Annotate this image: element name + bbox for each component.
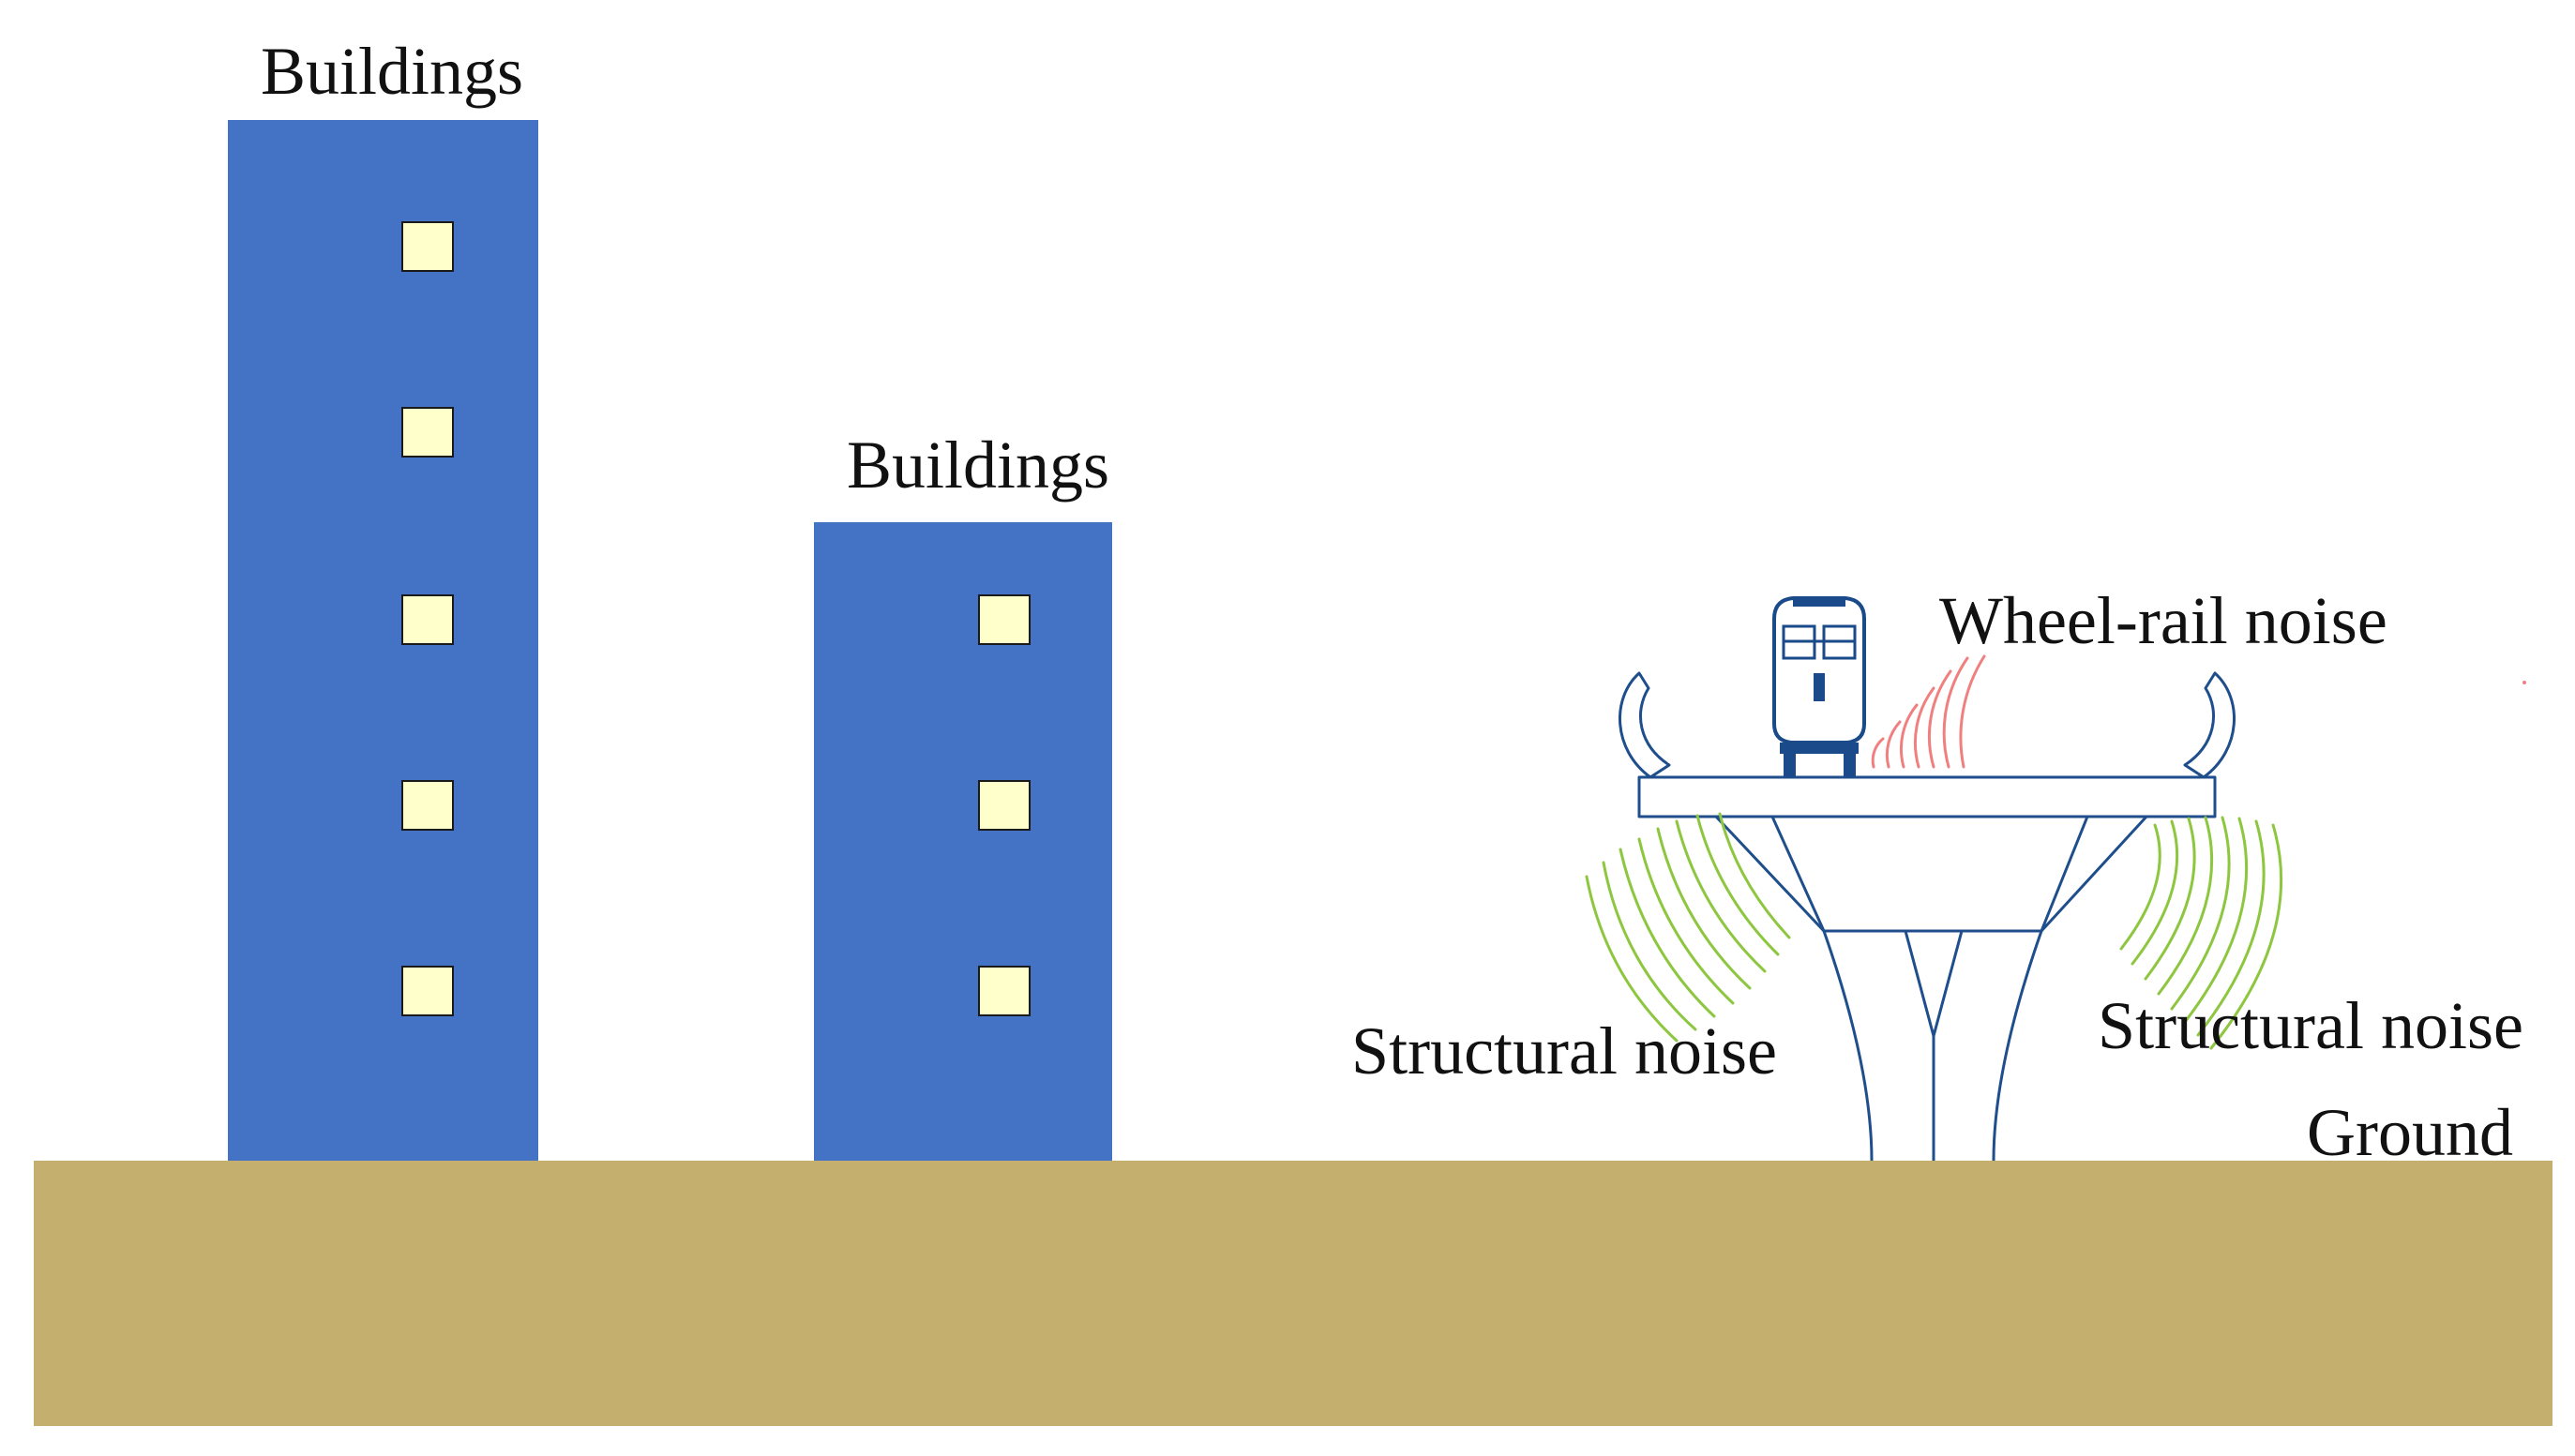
pier-cap-inner-right [2040, 816, 2089, 932]
ground [34, 1161, 2552, 1426]
window [401, 594, 454, 645]
buildings-tall-label: Buildings [261, 34, 523, 109]
wheel-rail-noise-label: Wheel-rail noise [1939, 583, 2387, 658]
structural-noise-right-label: Structural noise [2098, 988, 2523, 1063]
building-tall-windows [401, 221, 454, 1016]
pier-column-center [1904, 930, 1964, 1161]
pier-cap [1714, 815, 2148, 933]
window [401, 407, 454, 458]
train-front-icon [1772, 596, 1866, 777]
viaduct-deck [1637, 775, 2217, 818]
structural-noise-left-label: Structural noise [1351, 1013, 1777, 1088]
pier-column-left [1822, 930, 1874, 1162]
pier-column-right [1992, 930, 2043, 1162]
window [401, 966, 454, 1016]
barrier-left [1619, 671, 1671, 779]
ground-label: Ground [2307, 1095, 2513, 1170]
buildings-short-label: Buildings [847, 428, 1109, 503]
window [401, 221, 454, 272]
window [978, 966, 1031, 1016]
building-tall [228, 120, 538, 1161]
structural-noise-waves-right [2119, 816, 2283, 1050]
barrier-right [2183, 671, 2236, 779]
window [978, 594, 1031, 645]
building-short-windows [978, 594, 1031, 1016]
window [978, 780, 1031, 831]
structural-noise-waves-left [1585, 812, 1791, 1043]
stray-dot [2522, 681, 2526, 684]
pier-cap-inner-left [1770, 816, 1826, 932]
building-short [814, 522, 1112, 1161]
wheel-rail-noise-waves [1871, 654, 1986, 769]
window [401, 780, 454, 831]
viaduct [1619, 671, 2236, 1162]
